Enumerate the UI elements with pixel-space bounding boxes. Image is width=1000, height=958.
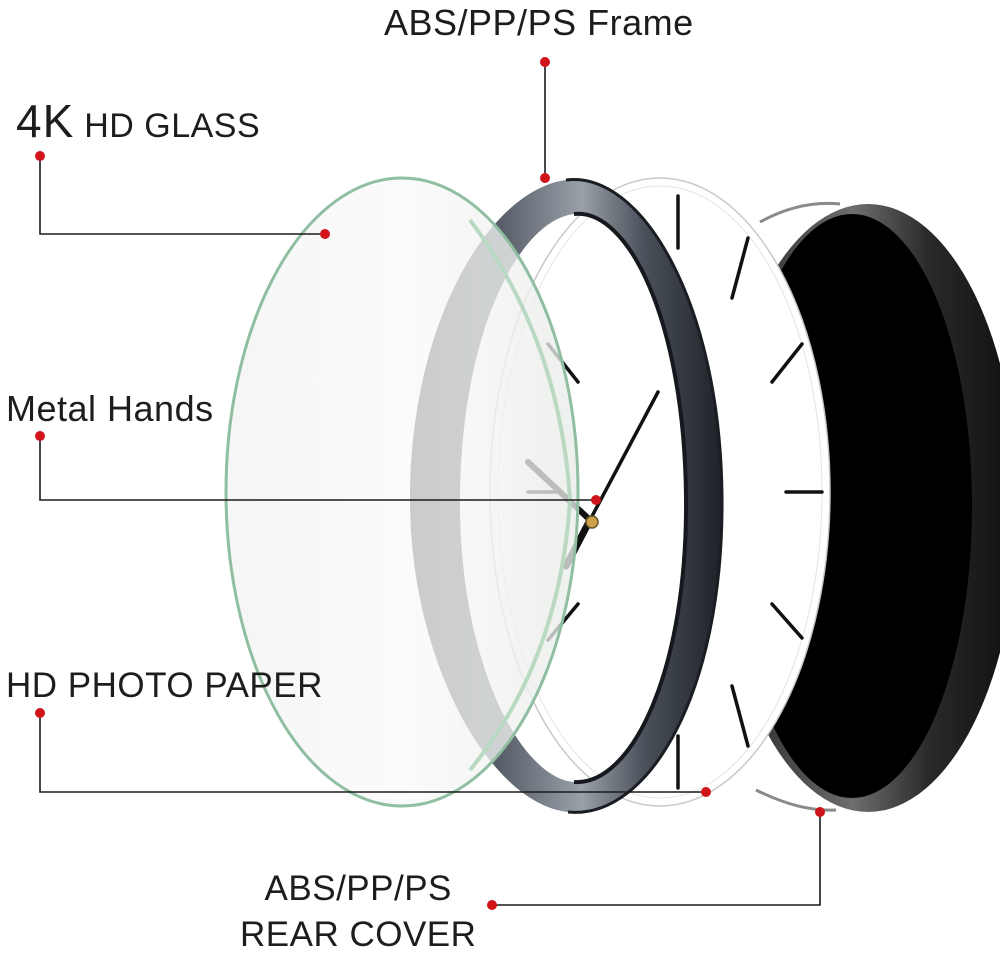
frame-ring xyxy=(409,178,724,814)
leader-lines xyxy=(39,62,821,906)
hd-glass xyxy=(224,176,580,808)
label-rear-cover: ABS/PP/PS REAR COVER xyxy=(240,866,476,958)
label-rear-line1: ABS/PP/PS xyxy=(264,869,452,908)
photo-paper-dial xyxy=(489,177,831,807)
markers xyxy=(35,57,825,910)
marker-rear-start xyxy=(487,900,497,910)
leader-line-paper xyxy=(39,713,706,793)
leader-line-rear xyxy=(492,812,821,906)
label-rear-line2: REAR COVER xyxy=(240,915,477,954)
marker-paper-start xyxy=(35,708,45,718)
label-glass: 4K HD GLASS xyxy=(16,94,260,148)
label-glass-text: HD GLASS xyxy=(84,107,261,145)
marker-glass-start xyxy=(35,151,45,161)
leader-line-glass xyxy=(39,156,325,235)
marker-hands-end xyxy=(591,495,601,505)
label-glass-4k: 4K xyxy=(16,95,75,147)
label-frame: ABS/PP/PS Frame xyxy=(384,2,694,43)
leader-line-hands xyxy=(39,436,596,501)
label-paper: HD PHOTO PAPER xyxy=(6,666,323,705)
marker-frame-end xyxy=(540,173,550,183)
marker-rear-end xyxy=(815,807,825,817)
label-hands: Metal Hands xyxy=(6,388,214,429)
marker-paper-end xyxy=(701,787,711,797)
marker-glass-end xyxy=(320,229,330,239)
marker-frame-top xyxy=(540,57,550,67)
marker-hands-start xyxy=(35,431,45,441)
